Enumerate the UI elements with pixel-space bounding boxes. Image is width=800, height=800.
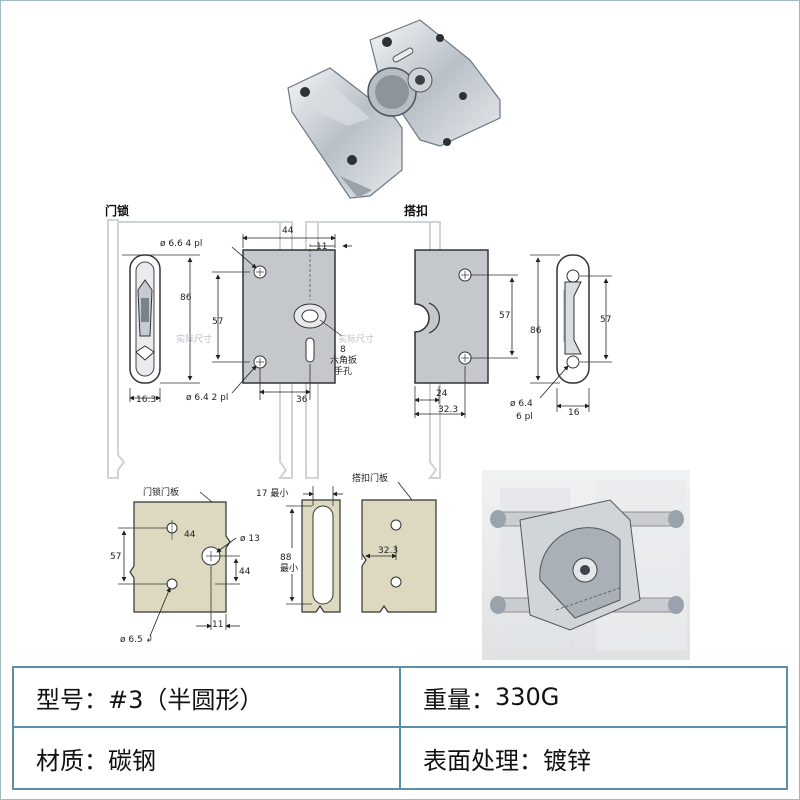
spec-weight-value: 330G	[495, 683, 560, 711]
slot-panel	[286, 486, 343, 613]
lock-dim-36: 36	[296, 395, 308, 405]
spec-material-value: 碳钢	[108, 746, 156, 775]
door-dim-11: 11	[212, 620, 223, 630]
hasp-panel-title: 搭扣门板	[352, 472, 388, 484]
hasp-dim-16: 16	[568, 408, 580, 418]
lock-actual-size: 实际尺寸	[176, 333, 212, 345]
lock-dim-44: 44	[282, 226, 294, 236]
hasp-dim-32-3: 32.3	[438, 405, 458, 415]
lock-hole-spec: ø 6.6 4 pl	[160, 239, 202, 249]
door-dim-44-top: 44	[184, 530, 196, 540]
lock-hex-1: 8	[340, 345, 346, 355]
door-hole-spec: ø 6.5 ↲	[120, 635, 153, 645]
door-panel-title: 门锁门板	[143, 486, 179, 498]
hasp-dim-57: 57	[499, 311, 510, 321]
lock-ghost-frame	[107, 219, 293, 479]
latch-photo	[287, 19, 501, 199]
hasp-actual-size: 实际尺寸	[338, 333, 374, 345]
spec-model: 型号：#3（半圆形）	[14, 668, 401, 728]
door-dim-13: ø 13	[240, 534, 260, 544]
door-panel-lock	[118, 491, 240, 637]
slot-dim-88: 88	[280, 553, 292, 563]
lock-dim-16-3: 16.3	[136, 395, 156, 405]
hasp-hole-spec-2: 6 pl	[516, 412, 533, 422]
hasp-dim-57-right: 57	[600, 315, 611, 325]
technical-drawing: 门锁 搭扣 86 16.3	[105, 19, 690, 660]
spec-material: 材质：碳钢	[14, 728, 401, 788]
spec-model-value: #3（半圆形）	[108, 685, 264, 714]
installed-photo	[482, 470, 690, 660]
spec-material-label: 材质：	[36, 746, 108, 775]
spec-weight-label: 重量：	[423, 685, 495, 714]
lock-header: 门锁	[105, 203, 129, 218]
slot-dim-17: 17 最小	[256, 488, 288, 499]
lock-hex-2: 六角扳	[330, 354, 357, 366]
lock-dim-57: 57	[212, 317, 223, 327]
hasp-hole-spec-1: ø 6.4	[510, 399, 533, 409]
lock-front-view	[212, 234, 352, 400]
hasp-dim-86: 86	[530, 326, 542, 336]
lock-hole-spec-2: ø 6.4 2 pl	[186, 393, 228, 403]
lock-dim-11: 11	[316, 242, 327, 252]
lock-side-view	[122, 254, 200, 402]
spec-weight: 重量：330G	[401, 668, 786, 728]
lock-hex-3: 手孔	[334, 365, 352, 377]
door-dim-44-right: 44	[239, 567, 251, 577]
hasp-dim-24: 24	[436, 389, 448, 399]
spec-model-label: 型号：	[36, 685, 108, 714]
lock-dim-86: 86	[180, 293, 192, 303]
door-panel-hasp	[361, 481, 437, 613]
spec-surface-label: 表面处理：	[423, 746, 543, 775]
slot-dim-min: 最小	[280, 563, 298, 574]
hasp-front-view	[414, 249, 518, 418]
hasp-panel-dim-32-3: 32.3	[378, 546, 398, 556]
spec-surface-value: 镀锌	[543, 746, 591, 775]
door-dim-57: 57	[110, 552, 121, 562]
spec-table: 型号：#3（半圆形） 重量：330G 材质：碳钢 表面处理：镀锌	[12, 666, 788, 790]
spec-surface: 表面处理：镀锌	[401, 728, 786, 788]
hasp-header: 搭扣	[404, 203, 428, 218]
hasp-side-view	[530, 254, 612, 412]
